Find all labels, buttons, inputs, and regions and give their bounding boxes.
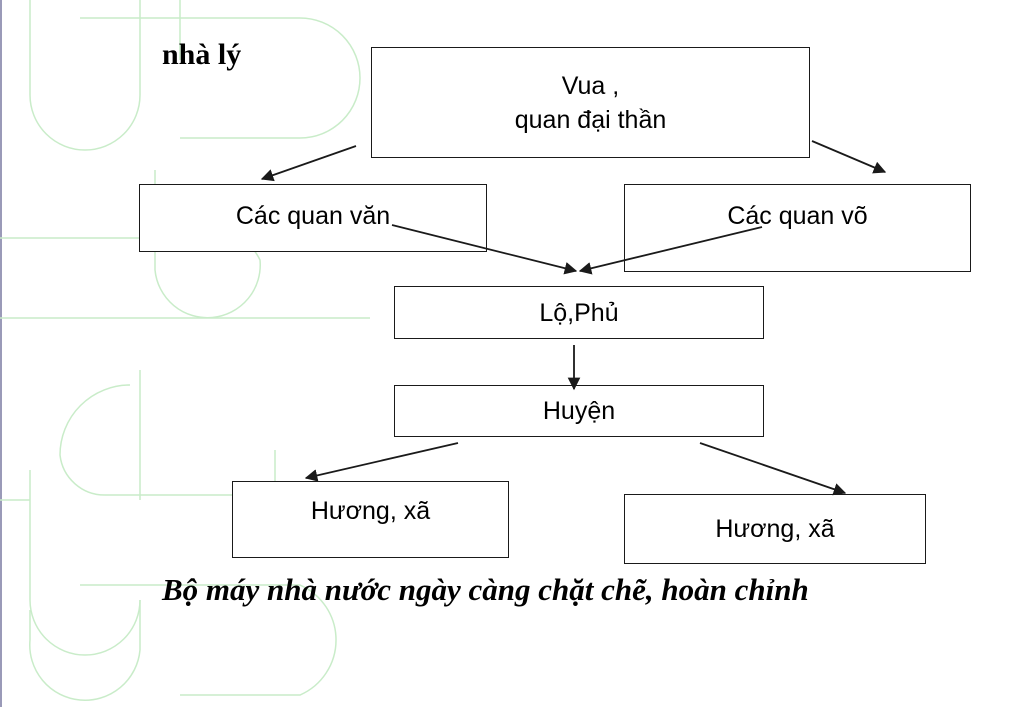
node-huong-left: Hương, xã — [232, 481, 509, 558]
node-huyen: Huyện — [394, 385, 764, 437]
node-civil-label: Các quan văn — [235, 202, 391, 230]
arrow-huyen-to-huong-left — [304, 442, 459, 482]
arrow-king-to-civil — [260, 145, 357, 182]
node-civil-officials: Các quan văn — [139, 184, 487, 252]
slide-left-border — [0, 0, 2, 707]
node-king-line1: Vua , — [561, 71, 620, 100]
node-king-officials: Vua , quan đại thần — [371, 47, 810, 158]
diagram-caption: Bộ máy nhà nước ngày càng chặt chẽ, hoàn… — [162, 572, 809, 607]
corner-title: nhà lý — [162, 38, 242, 71]
node-military-officials: Các quan võ — [624, 184, 971, 272]
node-huyen-label: Huyện — [542, 397, 616, 425]
node-huong-left-label: Hương, xã — [310, 497, 431, 525]
node-lo-phu-label: Lộ,Phủ — [539, 298, 619, 327]
arrow-military-to-lophu — [578, 226, 763, 275]
arrow-huyen-to-huong-right — [699, 442, 847, 496]
arrow-king-to-military — [811, 140, 887, 174]
node-lo-phu: Lộ,Phủ — [394, 286, 764, 339]
node-military-label: Các quan võ — [727, 202, 868, 230]
node-king-line2: quan đại thần — [514, 105, 667, 134]
arrow-civil-to-lophu — [391, 224, 578, 275]
node-huong-right: Hương, xã — [624, 494, 926, 564]
node-huong-right-label: Hương, xã — [715, 515, 835, 543]
